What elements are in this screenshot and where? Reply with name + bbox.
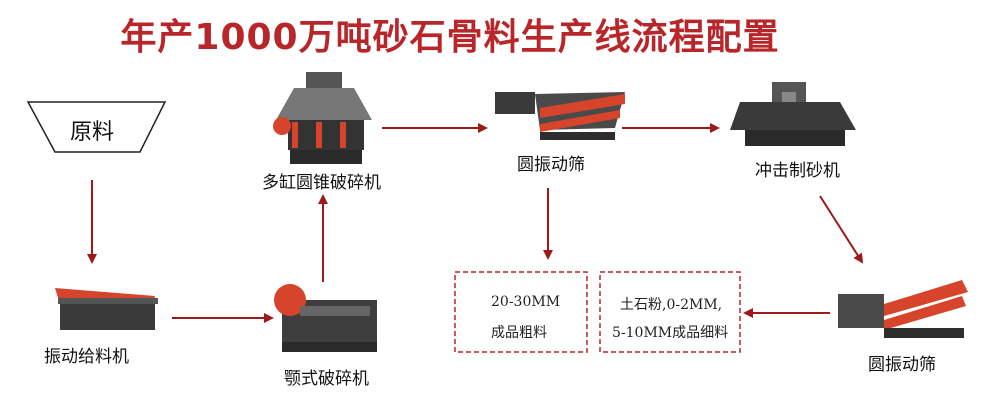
sand-maker-label: 冲击制砂机 — [755, 161, 840, 181]
cone-crusher-label: 多缸圆锥破碎机 — [262, 173, 381, 193]
screen-top-label: 圆振动筛 — [517, 155, 585, 175]
fine-output-line1: 土石粉,0-2MM, — [620, 297, 723, 313]
feeder-label: 振动给料机 — [44, 347, 129, 367]
raw-material-label: 原料 — [70, 120, 115, 145]
raw-material-hopper — [26, 101, 167, 153]
screen-bottom-label: 圆振动筛 — [868, 355, 936, 375]
sand-maker-illustration — [730, 82, 856, 146]
flow-arrows — [87, 123, 864, 323]
arrow-sandmaker-to-screen — [819, 195, 864, 264]
fine-output-line2: 5-10MM成品细料 — [612, 325, 729, 341]
coarse-output-line2: 成品粗料 — [491, 325, 547, 341]
output-box-coarse — [454, 271, 588, 353]
page-title: 年产1000万吨砂石骨料生产线流程配置 — [120, 17, 780, 58]
coarse-output-line1: 20-30MM — [491, 294, 561, 310]
screen-top-illustration — [495, 92, 625, 140]
cone-crusher-illustration — [273, 72, 372, 164]
jaw-crusher-illustration — [274, 284, 377, 352]
screen-bottom-illustration — [838, 280, 968, 338]
output-box-fine — [599, 271, 741, 353]
jaw-crusher-label: 颚式破碎机 — [284, 369, 369, 389]
feeder-illustration — [55, 288, 158, 330]
